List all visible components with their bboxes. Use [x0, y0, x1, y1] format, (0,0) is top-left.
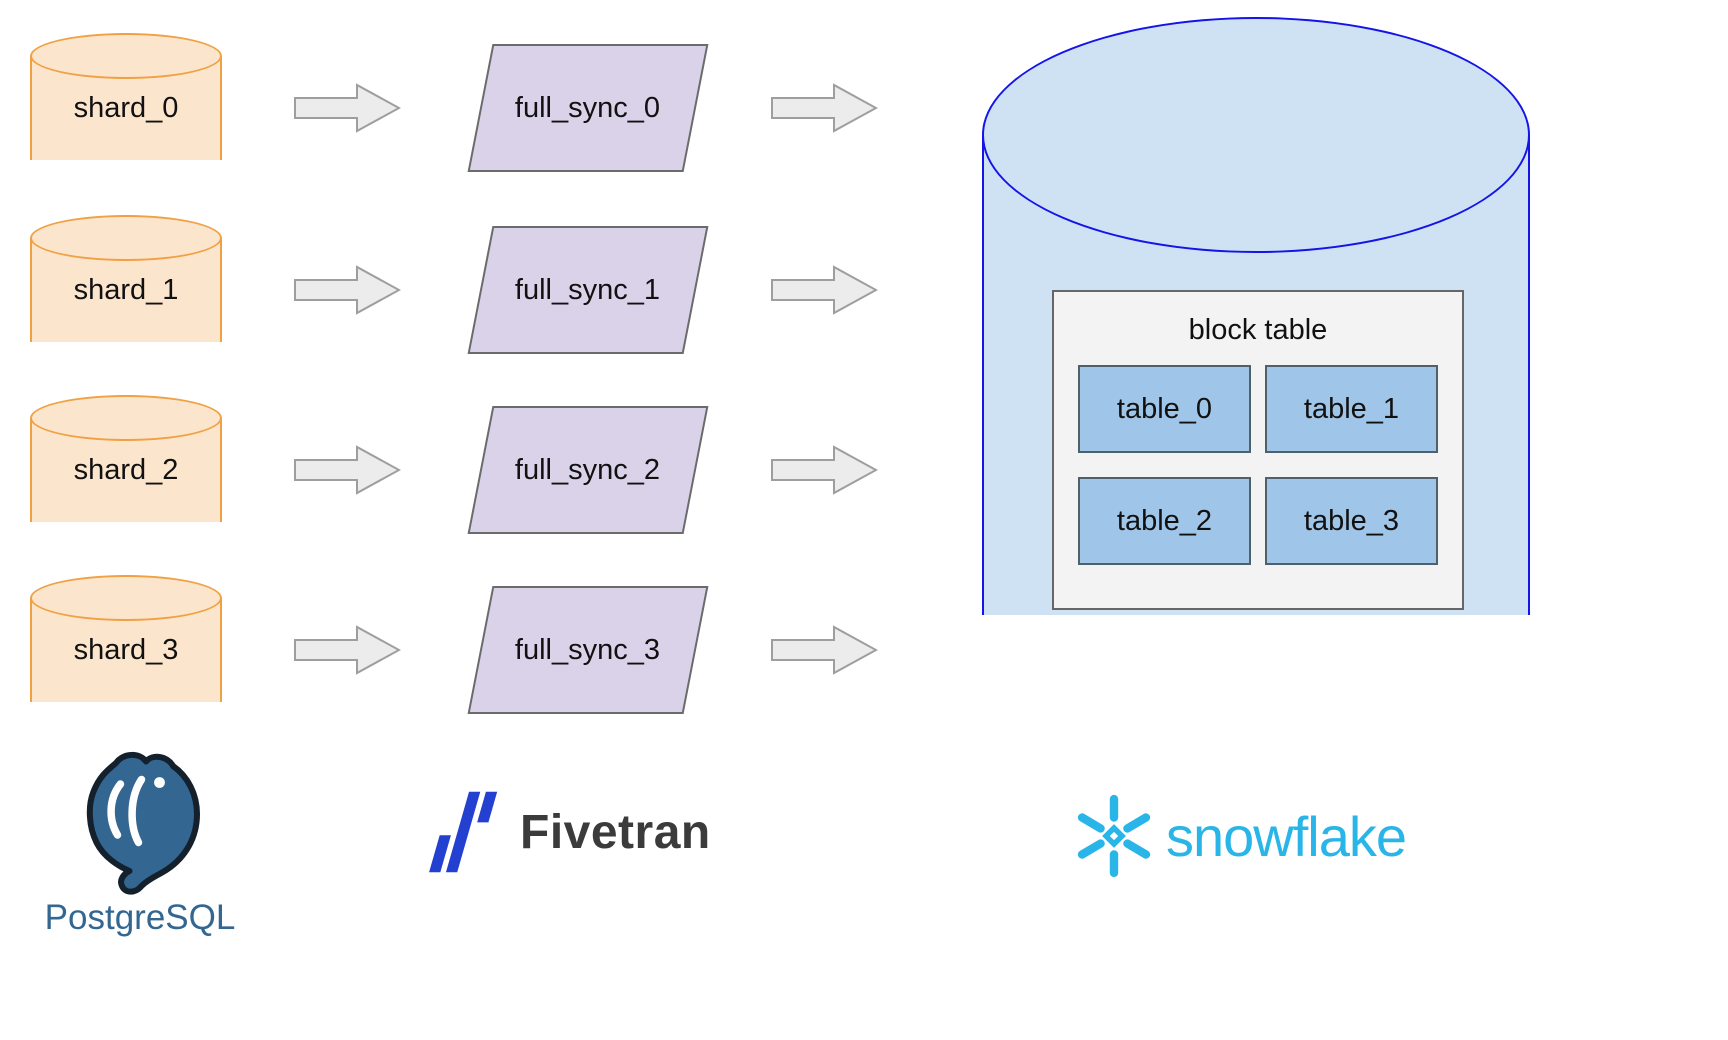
arrow-right-icon — [771, 445, 878, 495]
snowflake-logo: snowflake — [1072, 794, 1407, 878]
shard-2-database-cylinder: shard_2 — [30, 395, 222, 545]
full-sync-1-process: full_sync_1 — [467, 226, 709, 354]
arrow-right-icon — [771, 83, 878, 133]
snowflake-wordmark: snowflake — [1166, 804, 1407, 868]
shard-3-database-cylinder: shard_3 — [30, 575, 222, 725]
shard-0-label: shard_0 — [73, 91, 179, 124]
arrow-right-icon — [294, 83, 401, 133]
arrow-right-icon — [771, 265, 878, 315]
full-sync-1-label: full_sync_1 — [515, 273, 661, 306]
shard-1-label: shard_1 — [73, 273, 179, 306]
postgresql-wordmark: PostgreSQL — [44, 898, 236, 937]
arrow-right-icon — [771, 625, 878, 675]
table-3-box: table_3 — [1265, 477, 1438, 565]
postgresql-elephant-icon — [86, 751, 200, 895]
full-sync-3-label: full_sync_3 — [515, 633, 661, 666]
table-2-box: table_2 — [1078, 477, 1251, 565]
full-sync-2-label: full_sync_2 — [515, 453, 661, 486]
table-1-box: table_1 — [1265, 365, 1438, 453]
table-grid: table_0 table_1 table_2 table_3 — [1054, 365, 1462, 565]
fivetran-mark-icon — [429, 791, 498, 873]
full-sync-2-process: full_sync_2 — [467, 406, 709, 534]
shard-2-label: shard_2 — [73, 453, 179, 486]
block-table-title: block table — [1188, 314, 1328, 346]
fivetran-wordmark: Fivetran — [520, 805, 711, 859]
full-sync-3-process: full_sync_3 — [467, 586, 709, 714]
block-table-panel: block table table_0 table_1 table_2 tabl… — [1052, 290, 1464, 610]
shard-3-label: shard_3 — [73, 633, 179, 666]
snowflake-mark-icon — [1077, 794, 1151, 878]
shard-0-database-cylinder: shard_0 — [30, 33, 222, 183]
arrow-right-icon — [294, 625, 401, 675]
snowflake-warehouse-cylinder: block table table_0 table_1 table_2 tabl… — [982, 17, 1530, 727]
table-0-box: table_0 — [1078, 365, 1251, 453]
fivetran-logo: Fivetran — [428, 784, 711, 880]
arrow-right-icon — [294, 445, 401, 495]
full-sync-0-process: full_sync_0 — [467, 44, 709, 172]
shard-1-database-cylinder: shard_1 — [30, 215, 222, 365]
full-sync-0-label: full_sync_0 — [515, 91, 661, 124]
arrow-right-icon — [294, 265, 401, 315]
postgresql-logo: PostgreSQL — [40, 742, 240, 938]
